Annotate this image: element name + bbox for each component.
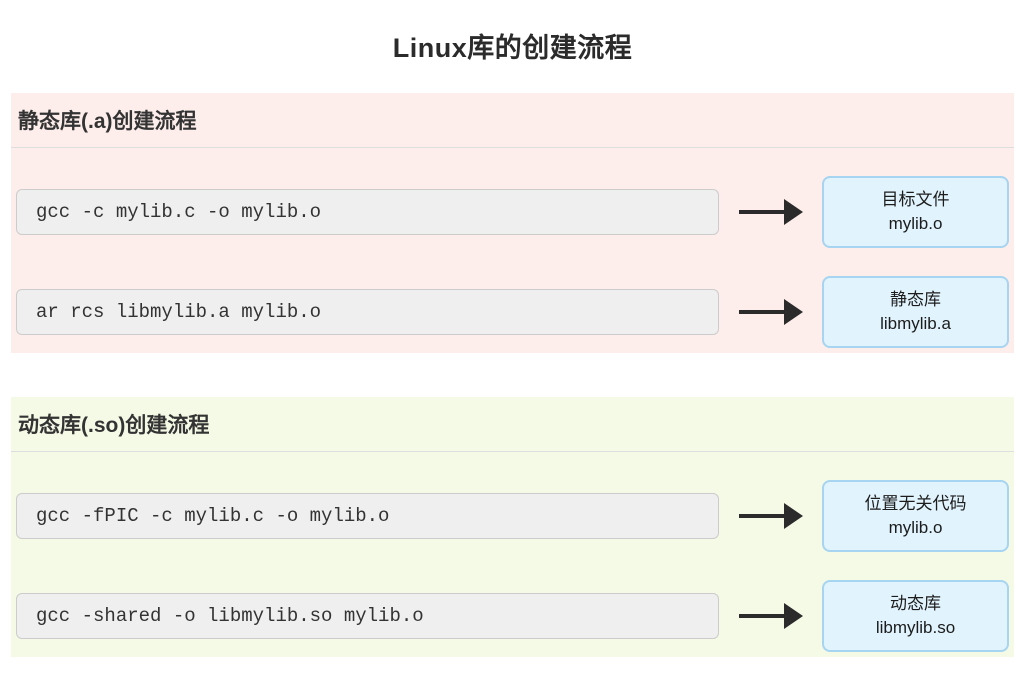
result-label: 目标文件 (881, 190, 950, 209)
static-lib-section: 静态库(.a)创建流程 gcc -c mylib.c -o mylib.o 目标… (11, 93, 1014, 353)
result-label: 位置无关代码 (864, 494, 967, 513)
result-filename: libmylib.a (880, 314, 951, 333)
section-title: 静态库(.a)创建流程 (18, 110, 197, 133)
command-box: gcc -c mylib.c -o mylib.o (16, 189, 719, 235)
section-divider (11, 451, 1014, 452)
result-label: 动态库 (890, 594, 941, 613)
flow-row: gcc -shared -o libmylib.so mylib.o 动态库 l… (16, 580, 1009, 654)
section-title: 动态库(.so)创建流程 (18, 414, 210, 437)
result-box: 位置无关代码 mylib.o (822, 480, 1009, 552)
arrow-right-icon (738, 298, 804, 326)
page-title: Linux库的创建流程 (392, 33, 633, 63)
result-label: 静态库 (890, 290, 941, 309)
command-box: gcc -shared -o libmylib.so mylib.o (16, 593, 719, 639)
result-filename: mylib.o (888, 518, 943, 537)
command-box: gcc -fPIC -c mylib.c -o mylib.o (16, 493, 719, 539)
result-filename: mylib.o (888, 214, 943, 233)
flow-row: gcc -fPIC -c mylib.c -o mylib.o 位置无关代码 m… (16, 480, 1009, 552)
dynamic-lib-section: 动态库(.so)创建流程 gcc -fPIC -c mylib.c -o myl… (11, 397, 1014, 657)
command-box: ar rcs libmylib.a mylib.o (16, 289, 719, 335)
flow-row: ar rcs libmylib.a mylib.o 静态库 libmylib.a (16, 276, 1009, 350)
arrow-right-icon (738, 502, 804, 530)
arrow-right-icon (738, 198, 804, 226)
result-box: 目标文件 mylib.o (822, 176, 1009, 248)
result-box: 动态库 libmylib.so (822, 580, 1009, 652)
section-divider (11, 147, 1014, 148)
flow-row: gcc -c mylib.c -o mylib.o 目标文件 mylib.o (16, 176, 1009, 248)
arrow-right-icon (738, 602, 804, 630)
result-filename: libmylib.so (875, 618, 956, 637)
result-box: 静态库 libmylib.a (822, 276, 1009, 348)
